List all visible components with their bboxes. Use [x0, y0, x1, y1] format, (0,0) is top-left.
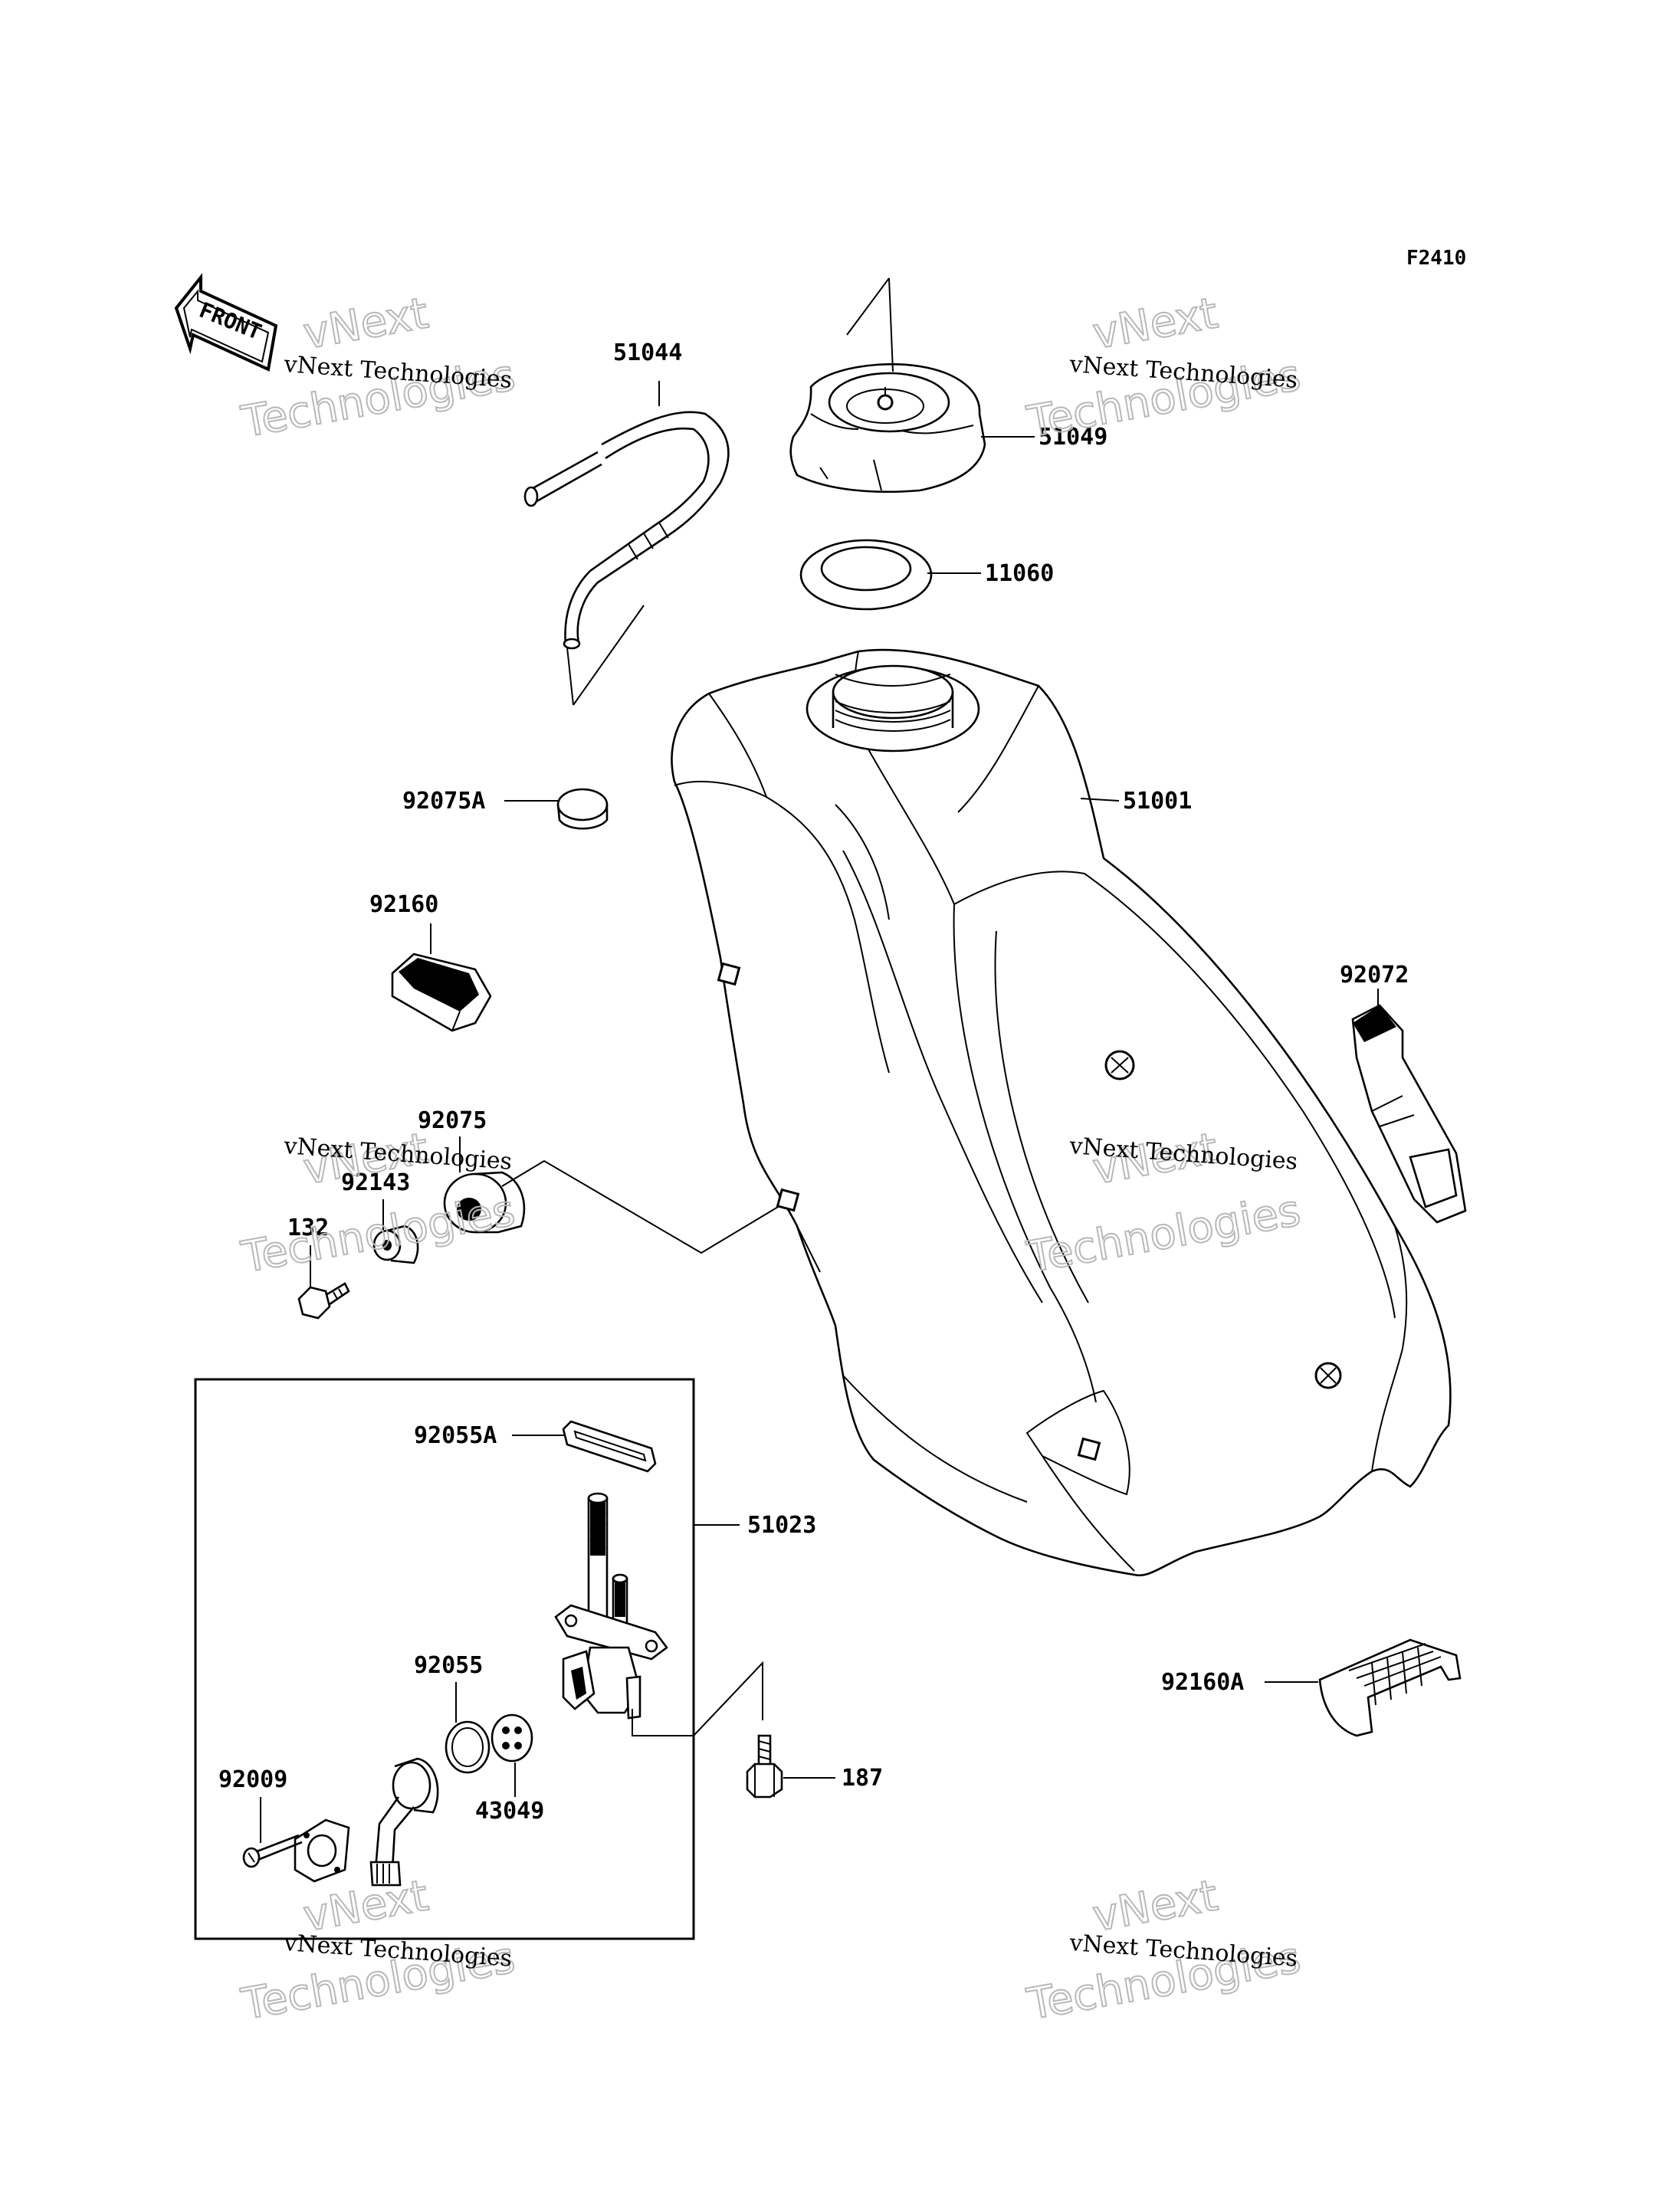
fuel-cap — [789, 363, 986, 494]
label-92055A: 92055A — [414, 1422, 497, 1449]
label-11060: 11060 — [985, 560, 1054, 587]
gasket-ring — [799, 539, 933, 611]
sediment-cup — [369, 1757, 439, 1887]
filter-disc — [491, 1713, 533, 1763]
rubber-pad — [391, 953, 492, 1032]
bolt-132 — [297, 1282, 350, 1320]
screw-92009 — [242, 1834, 303, 1868]
fuel-cock-assembly-box — [194, 1378, 695, 1940]
label-92009: 92009 — [218, 1766, 287, 1793]
fuel-cock — [554, 1492, 668, 1720]
breather-hose — [523, 411, 730, 650]
label-132: 132 — [287, 1215, 329, 1241]
label-92143: 92143 — [341, 1169, 410, 1196]
label-51049: 51049 — [1039, 424, 1107, 451]
svg-text:vNext: vNext — [1089, 288, 1221, 359]
bolt-187 — [746, 1734, 783, 1799]
label-92055: 92055 — [414, 1652, 483, 1679]
label-92160: 92160 — [369, 891, 438, 918]
svg-text:vNext: vNext — [300, 288, 431, 359]
fuel-tank — [671, 648, 1452, 1577]
label-43049: 43049 — [475, 1798, 544, 1825]
label-92075A: 92075A — [402, 788, 485, 815]
label-51001: 51001 — [1123, 788, 1192, 815]
label-92075: 92075 — [418, 1107, 487, 1134]
cover-plate — [294, 1818, 350, 1883]
front-arrow-icon: FRONT — [174, 273, 278, 372]
svg-text:vNext: vNext — [1089, 1871, 1221, 1941]
damper-rubber — [443, 1171, 526, 1234]
cock-gasket — [562, 1420, 657, 1473]
plug-cap — [556, 788, 609, 830]
collar — [372, 1225, 419, 1264]
o-ring — [445, 1720, 491, 1774]
label-92160A: 92160A — [1161, 1669, 1244, 1696]
tank-bolt-icon — [717, 962, 1342, 1461]
svg-text:Technologies: Technologies — [1023, 1185, 1304, 1283]
figure-code: F2410 — [1406, 247, 1466, 270]
label-187: 187 — [842, 1765, 883, 1792]
svg-text:vNext: vNext — [300, 1871, 431, 1941]
label-92072: 92072 — [1340, 962, 1409, 989]
rubber-pad-lower — [1318, 1638, 1462, 1737]
tank-strap — [1351, 1004, 1467, 1224]
svg-text:Technologies: Technologies — [238, 1185, 519, 1283]
label-51023: 51023 — [747, 1512, 816, 1539]
label-51044: 51044 — [613, 339, 682, 366]
